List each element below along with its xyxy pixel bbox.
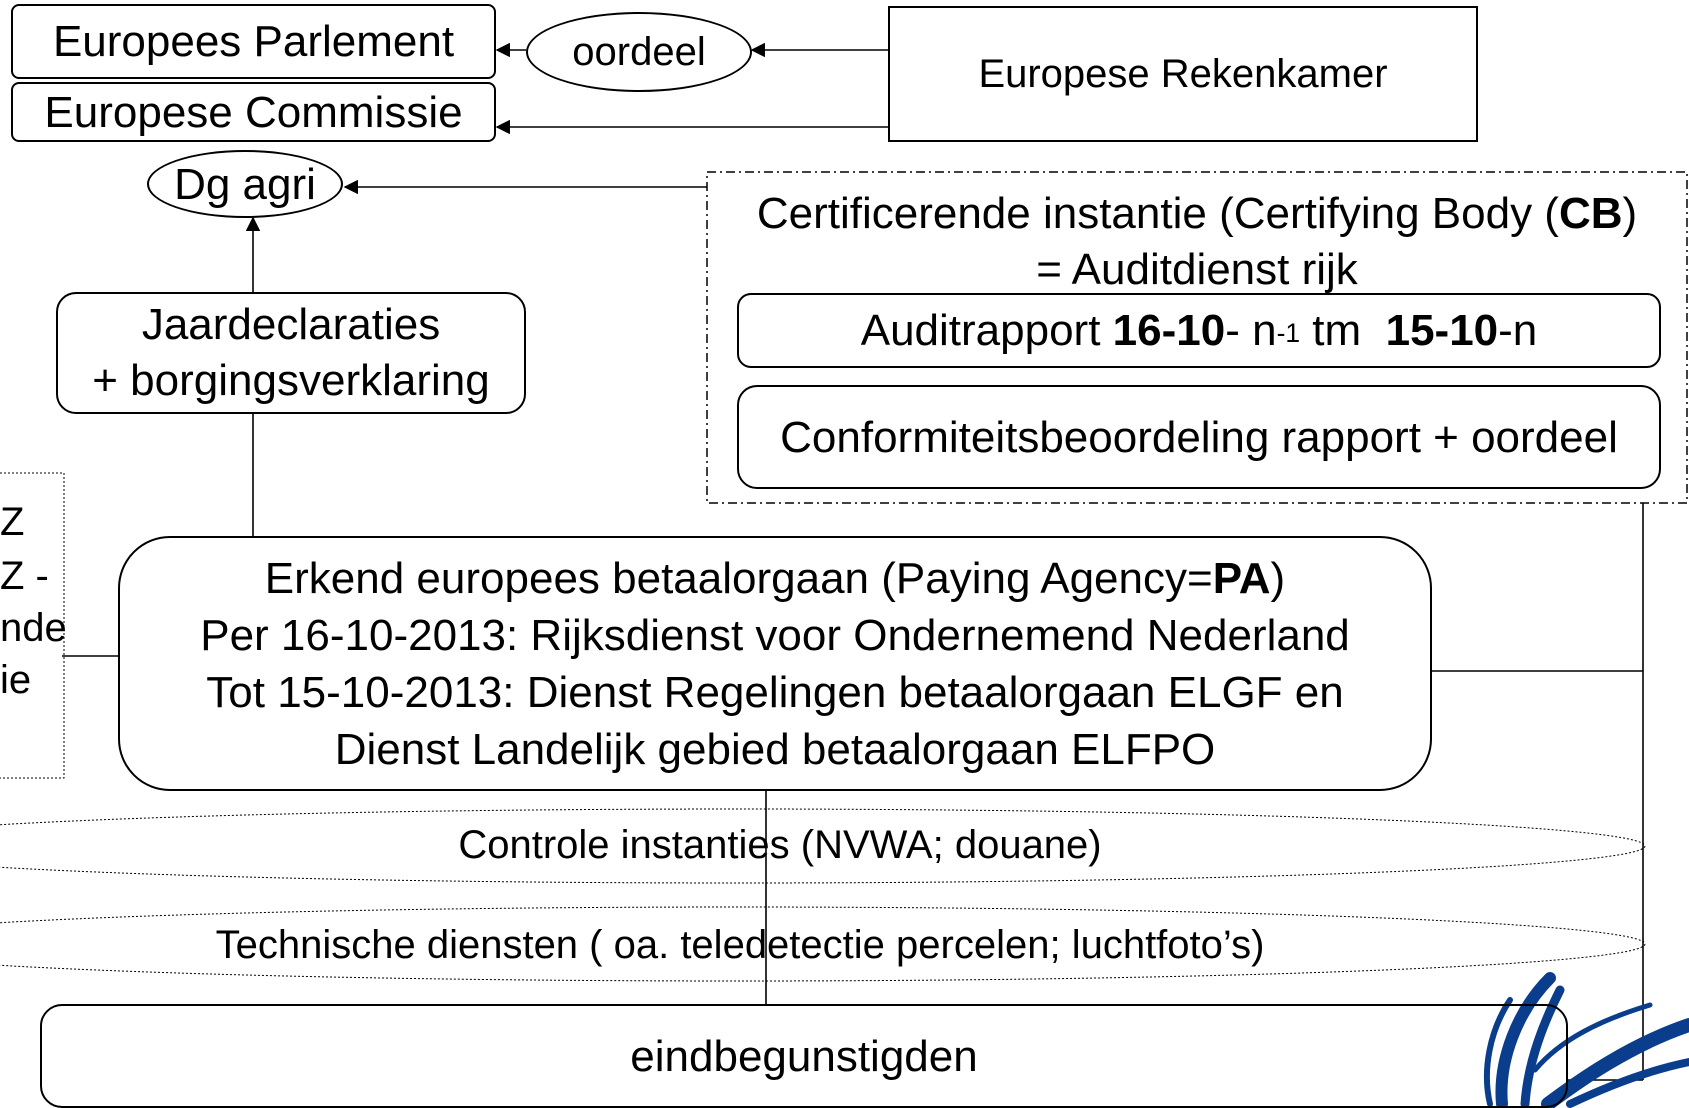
cb-abbrev: CB (1558, 189, 1623, 238)
jaardeclaraties-box: Jaardeclaraties + borgingsverklaring (56, 292, 526, 414)
pa-line1-text: Erkend europees betaalorgaan (Paying Age… (264, 553, 1213, 603)
audit-text-c: - n (1225, 306, 1277, 355)
dg-agri-ellipse: Dg agri (147, 150, 343, 218)
audit-text-a: Auditrapport (860, 306, 1113, 355)
auditrapport-label: Auditrapport 16-10- n-1 tm 15-10-n (861, 303, 1538, 358)
pa-abbrev: PA (1212, 553, 1271, 603)
dg-agri-label: Dg agri (174, 159, 316, 209)
jaardeclaraties-line1: Jaardeclaraties (141, 300, 441, 349)
controle-ellipse (0, 808, 1646, 884)
cb-heading: Certificerende instantie (Certifying Bod… (709, 186, 1685, 298)
left-fragment-1: Z (0, 500, 25, 544)
audit-text-g: -n (1498, 306, 1538, 355)
audit-text-e: tm (1300, 306, 1386, 355)
left-fragment-4: ie (0, 658, 32, 702)
conformiteit-label: Conformiteitsbeoordeling rapport + oorde… (780, 412, 1618, 462)
left-fragment-2: Z - (0, 554, 49, 598)
audit-start-date: 16-10 (1112, 306, 1226, 355)
left-dotted-box (0, 472, 65, 779)
cb-heading-line2: = Auditdienst rijk (1036, 245, 1358, 294)
pa-line3: Tot 15-10-2013: Dienst Regelingen betaal… (206, 667, 1344, 717)
pa-line1: Erkend europees betaalorgaan (Paying Age… (265, 550, 1285, 607)
cb-line1-close: ) (1622, 189, 1638, 238)
technische-label: Technische diensten ( oa. teledetectie p… (215, 923, 1265, 967)
europees-parlement-label: Europees Parlement (52, 17, 455, 66)
eindbegunstigden-label: eindbegunstigden (630, 1031, 978, 1081)
university-logo (1483, 972, 1689, 1108)
pa-line4: Dienst Landelijk gebied betaalorgaan ELF… (334, 724, 1216, 774)
technische-ellipse (0, 906, 1646, 982)
cb-frame (706, 171, 1688, 504)
oordeel-label: oordeel (572, 30, 706, 74)
europese-rekenkamer-box: Europese Rekenkamer (888, 6, 1478, 142)
conformiteit-box: Conformiteitsbeoordeling rapport + oorde… (737, 385, 1661, 489)
pa-line2: Per 16-10-2013: Rijksdienst voor Onderne… (200, 610, 1350, 660)
europese-commissie-box: Europese Commissie (11, 82, 496, 142)
europese-commissie-label: Europese Commissie (44, 87, 463, 137)
europees-parlement-box: Europees Parlement (11, 4, 496, 79)
cb-heading-line1: Certificerende instantie (Certifying Bod… (709, 186, 1685, 242)
eindbegunstigden-box: eindbegunstigden (40, 1004, 1568, 1108)
auditrapport-box: Auditrapport 16-10- n-1 tm 15-10-n (737, 293, 1661, 368)
paying-agency-box: Erkend europees betaalorgaan (Paying Age… (118, 536, 1432, 791)
jaardeclaraties-line2: + borgingsverklaring (92, 356, 490, 405)
left-fragment-3: nde (0, 606, 67, 650)
audit-end-date: 15-10 (1385, 306, 1499, 355)
oordeel-ellipse: oordeel (526, 12, 752, 92)
audit-year-offset: -1 (1276, 317, 1301, 348)
controle-label: Controle instanties (NVWA; douane) (458, 823, 1102, 867)
pa-line1-close: ) (1270, 553, 1286, 603)
europese-rekenkamer-label: Europese Rekenkamer (978, 52, 1388, 96)
cb-line1-text: Certificerende instantie (Certifying Bod… (756, 189, 1559, 238)
